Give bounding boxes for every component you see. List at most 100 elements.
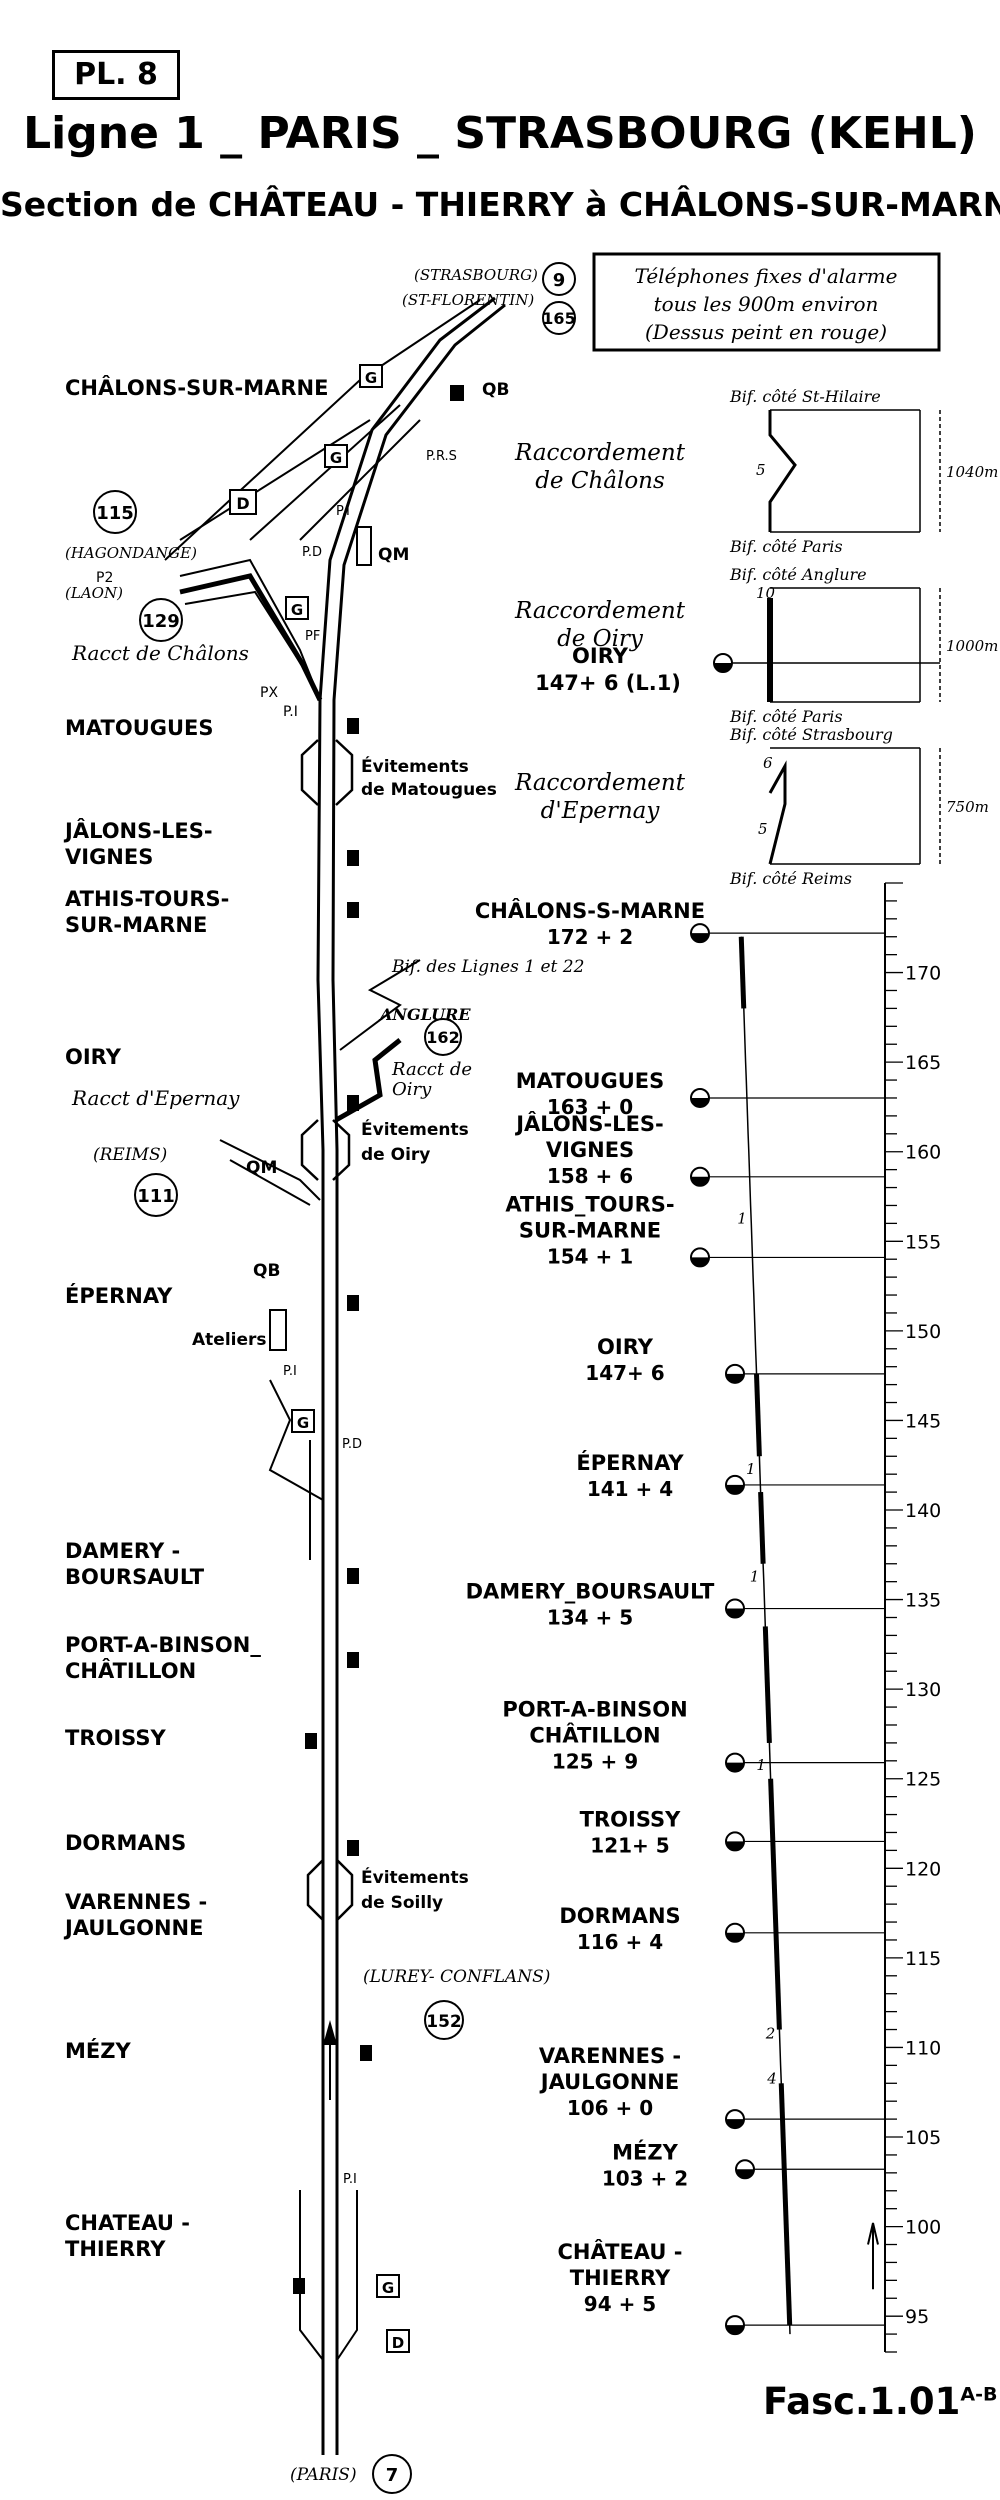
profile-station-pk: 158 + 6 bbox=[547, 1164, 633, 1188]
raccordement-title: Raccordement bbox=[514, 598, 686, 624]
station-marker-fill bbox=[726, 2119, 744, 2129]
station-marker-fill bbox=[691, 933, 709, 943]
km-tick-label: 155 bbox=[905, 1231, 941, 1253]
alarm-line-2: tous les 900m environ bbox=[654, 292, 879, 316]
profile-grade-label: 2 bbox=[765, 2024, 776, 2042]
profile-station-pk: 94 + 5 bbox=[584, 2292, 656, 2316]
fascicule-suffix: A-B bbox=[960, 2383, 998, 2406]
racct-oiry-thick bbox=[334, 1038, 402, 1123]
station-name: THIERRY bbox=[65, 2237, 166, 2261]
profile-diagram: 9510010511011512012513013514014515015516… bbox=[466, 882, 941, 2353]
profile-station-name: VARENNES - bbox=[539, 2044, 681, 2068]
profile-station-pk: 172 + 2 bbox=[547, 925, 633, 949]
goods-yard-g-1: G bbox=[365, 369, 377, 387]
raccordement-profile bbox=[768, 760, 787, 865]
station-marker-fill bbox=[691, 1257, 709, 1267]
profile-station-pk: 121+ 5 bbox=[590, 1833, 669, 1857]
profile-station-pk: 106 + 0 bbox=[567, 2096, 653, 2120]
profile-station-name: THIERRY bbox=[570, 2266, 671, 2290]
raccordement-top-label: Bif. côté Anglure bbox=[729, 565, 867, 584]
station-name: TROISSY bbox=[65, 1726, 166, 1750]
raccordement-bottom-label: Bif. côté Paris bbox=[729, 537, 843, 556]
racct-chalons-label: Racct de Châlons bbox=[71, 641, 249, 665]
profile-level-section bbox=[754, 1373, 762, 1457]
station-marker-fill bbox=[691, 1176, 709, 1186]
alarm-legend: Téléphones fixes d'alarme tous les 900m … bbox=[592, 252, 941, 352]
ref-circle-162: 162 bbox=[426, 1028, 459, 1047]
fascicule-number: Fasc.1.01 bbox=[763, 2380, 961, 2423]
ref-strasbourg: (STRASBOURG) bbox=[414, 266, 538, 284]
fascicule-ref: Fasc.1.01A-B bbox=[763, 2380, 997, 2423]
profile-station-name: MÉZY bbox=[612, 2139, 678, 2164]
km-tick-label: 165 bbox=[905, 1052, 941, 1074]
station-name: JÂLONS-LES- bbox=[63, 818, 213, 843]
profile-station-name: DAMERY_BOURSAULT bbox=[466, 1580, 715, 1604]
km-tick-label: 105 bbox=[905, 2127, 941, 2149]
profile-station-name: JÂLONS-LES- bbox=[514, 1111, 664, 1136]
profile-station-name: VIGNES bbox=[546, 1138, 634, 1162]
track-signals bbox=[293, 385, 464, 2294]
raccordement-grade: 5 bbox=[756, 461, 766, 479]
p1-label: P.I bbox=[283, 704, 298, 720]
facility-labels: G G G D G G D QM QM QB QB Ateliers P.I P… bbox=[96, 364, 509, 2353]
alarm-line-3: (Dessus peint en rouge) bbox=[645, 320, 887, 344]
pi-label-chateau: P.I bbox=[343, 2172, 357, 2187]
plate-number: PL. 8 bbox=[52, 50, 180, 100]
pd-label-chalons: P.D bbox=[302, 545, 322, 560]
ateliers-label: Ateliers bbox=[192, 1330, 267, 1350]
station-marker-fill bbox=[691, 1097, 709, 1107]
profile-station-name: ÉPERNAY bbox=[576, 1450, 684, 1475]
station-name: DAMERY - bbox=[65, 1539, 180, 1563]
profile-grade-label: 1 bbox=[737, 1209, 747, 1227]
ref-anglure: ANGLURE bbox=[378, 1005, 471, 1024]
km-tick-label: 125 bbox=[905, 1769, 941, 1791]
profile-station-name: MATOUGUES bbox=[516, 1069, 665, 1093]
ref-lurey: (LUREY- CONFLANS) bbox=[363, 1967, 550, 1987]
profile-station-pk: 141 + 4 bbox=[587, 1477, 673, 1501]
raccordement-grade-bottom: 5 bbox=[758, 820, 768, 838]
racct-epernay-label: Racct d'Epernay bbox=[71, 1086, 240, 1110]
ref-circle-9: 9 bbox=[553, 270, 566, 291]
ref-circle-111: 111 bbox=[137, 1186, 175, 1207]
qb-label-1: QB bbox=[482, 380, 509, 400]
station-marker-fill bbox=[726, 1762, 744, 1772]
raccordement-title: Raccordement bbox=[514, 770, 686, 796]
profile-station-pk: 116 + 4 bbox=[577, 1930, 663, 1954]
racct-oiry-line-1: Racct de bbox=[391, 1059, 472, 1080]
prs-label: P.R.S bbox=[426, 449, 457, 464]
station-name: CHATEAU - bbox=[65, 2211, 190, 2235]
station-marker-fill bbox=[726, 1373, 744, 1383]
profile-station-name: PORT-A-BINSON bbox=[502, 1698, 687, 1722]
raccordement-bottom-label: Bif. côté Reims bbox=[729, 869, 852, 888]
qm-label-1: QM bbox=[378, 545, 409, 565]
station-marker-fill bbox=[726, 1608, 744, 1618]
goods-yard-g-4: G bbox=[297, 1414, 309, 1432]
raccordement-top-label: Bif. côté St-Hilaire bbox=[729, 387, 881, 406]
px-label: PX bbox=[260, 685, 278, 701]
station-name: VARENNES - bbox=[65, 1890, 207, 1914]
p2-label: P2 bbox=[96, 570, 113, 586]
ref-st-florentin: (ST-FLORENTIN) bbox=[402, 291, 534, 309]
evit-oiry-line-1: Évitements bbox=[361, 1118, 469, 1140]
station-name: SUR-MARNE bbox=[65, 913, 207, 937]
qm-label-2: QM bbox=[246, 1158, 277, 1178]
station-name: ATHIS-TOURS- bbox=[65, 887, 229, 911]
oiry-ref-pk: 147+ 6 (L.1) bbox=[535, 671, 681, 695]
goods-yard-g-3: G bbox=[291, 601, 303, 619]
km-tick-label: 120 bbox=[905, 1858, 941, 1880]
raccordement-length: 1000m bbox=[946, 637, 998, 655]
profile-level-section bbox=[778, 2083, 793, 2326]
km-tick-label: 115 bbox=[905, 1948, 941, 1970]
station-name: ÉPERNAY bbox=[65, 1283, 173, 1308]
profile-grade-label: 1 bbox=[750, 1568, 760, 1586]
raccordement-title: d'Epernay bbox=[541, 798, 661, 824]
goods-yard-g-2: G bbox=[330, 449, 342, 467]
raccordement-grade-top: 6 bbox=[763, 754, 773, 772]
profile-station-name: CHÂTEAU - bbox=[558, 2239, 683, 2264]
pi-label-chalons: P.I bbox=[336, 504, 350, 519]
profile-station-pk: 147+ 6 bbox=[585, 1361, 664, 1385]
station-name: CHÂTILLON bbox=[65, 1658, 196, 1683]
ref-reims: (REIMS) bbox=[93, 1145, 167, 1165]
raccordement-grade: 10 bbox=[756, 584, 776, 602]
